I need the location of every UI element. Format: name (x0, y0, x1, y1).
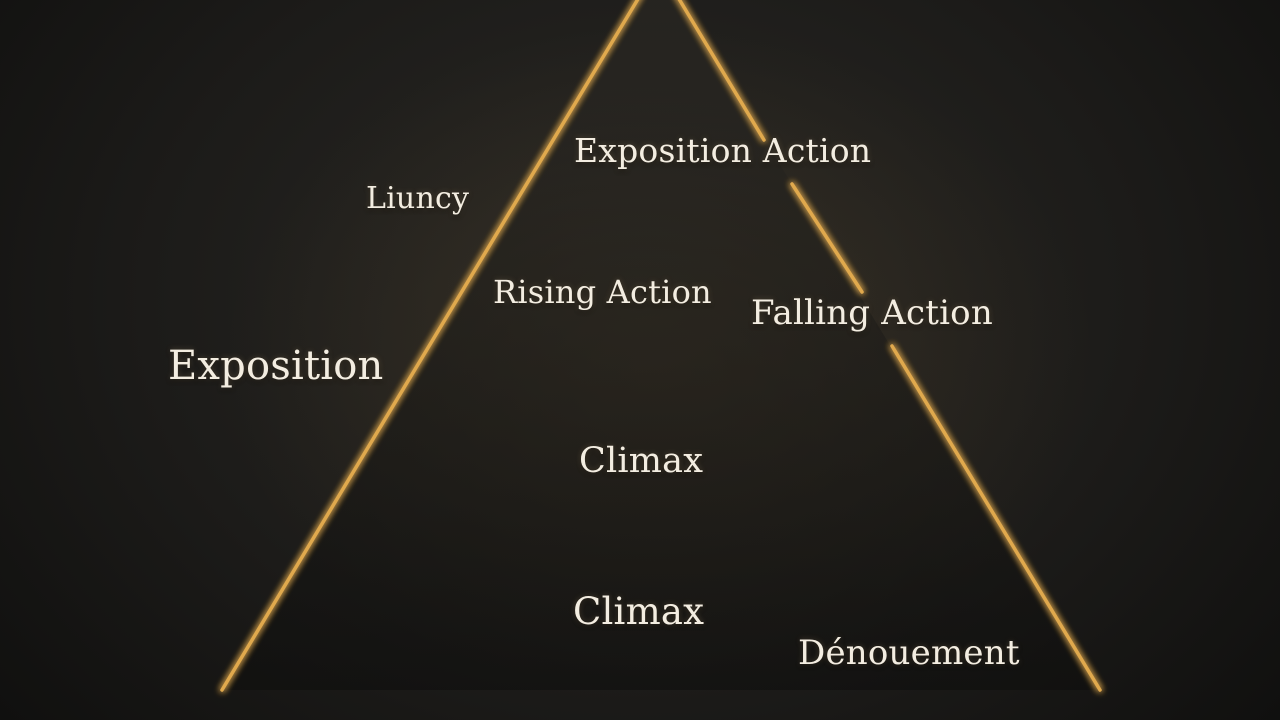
pyramid-right-lower-edge (890, 344, 1102, 692)
pyramid-face (222, 0, 1100, 690)
right-bottom-label: Dénouement (798, 633, 1020, 673)
tier-2-label: Rising Action (493, 273, 712, 311)
pyramid-right-middle-edge (790, 182, 864, 294)
tier-4-label: Climax (573, 590, 705, 633)
pyramid-left-edge (220, 0, 640, 692)
left-lower-label: Exposition (168, 343, 384, 389)
tier-1-label: Exposition Action (574, 131, 872, 170)
tier-3-label: Climax (579, 441, 704, 481)
right-middle-label: Falling Action (751, 293, 993, 333)
pyramid-right-upper-edge (677, 0, 766, 142)
left-upper-label: Liuncy (366, 181, 470, 216)
